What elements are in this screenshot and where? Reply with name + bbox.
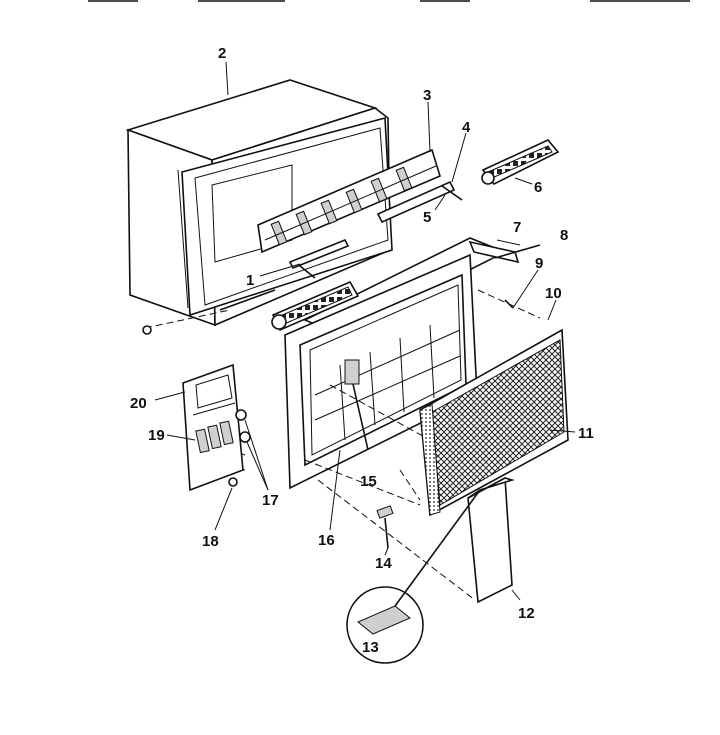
part-label-2: 2 — [218, 45, 226, 62]
part-label-19: 19 — [148, 427, 165, 444]
part-label-6: 6 — [534, 179, 542, 196]
screw-9 — [504, 299, 514, 309]
clip-14 — [376, 505, 394, 549]
part-label-12: 12 — [518, 605, 535, 622]
front-louver-bar — [271, 280, 360, 332]
part-label-11: 11 — [578, 425, 594, 442]
part-labels: 2 3 4 5 6 7 8 1 9 10 11 15 16 14 12 13 2… — [130, 45, 594, 656]
leader-lines — [154, 61, 576, 601]
side-panel — [467, 476, 515, 604]
air-filter — [419, 328, 569, 517]
part-label-20: 20 — [130, 395, 147, 412]
part-label-9: 9 — [535, 255, 543, 272]
part-label-7: 7 — [513, 219, 521, 236]
link-rod — [376, 180, 463, 224]
small-louver — [481, 139, 560, 186]
part-label-18: 18 — [202, 533, 219, 550]
part-label-15: 15 — [360, 473, 377, 490]
control-knobs — [228, 409, 251, 487]
part-label-4: 4 — [462, 119, 471, 136]
part-label-13: 13 — [362, 639, 379, 656]
part-label-10: 10 — [545, 285, 562, 302]
part-label-14: 14 — [375, 555, 392, 572]
louver-assembly — [257, 148, 441, 254]
control-panel — [182, 363, 244, 492]
part-label-5: 5 — [423, 209, 431, 226]
part-label-3: 3 — [423, 87, 431, 104]
part-label-16: 16 — [318, 532, 335, 549]
part-label-1: 1 — [246, 272, 254, 289]
mounting-screw — [142, 325, 152, 335]
part-label-17: 17 — [262, 492, 279, 509]
clip-detail-circle — [346, 489, 481, 664]
part-label-8: 8 — [560, 227, 568, 244]
